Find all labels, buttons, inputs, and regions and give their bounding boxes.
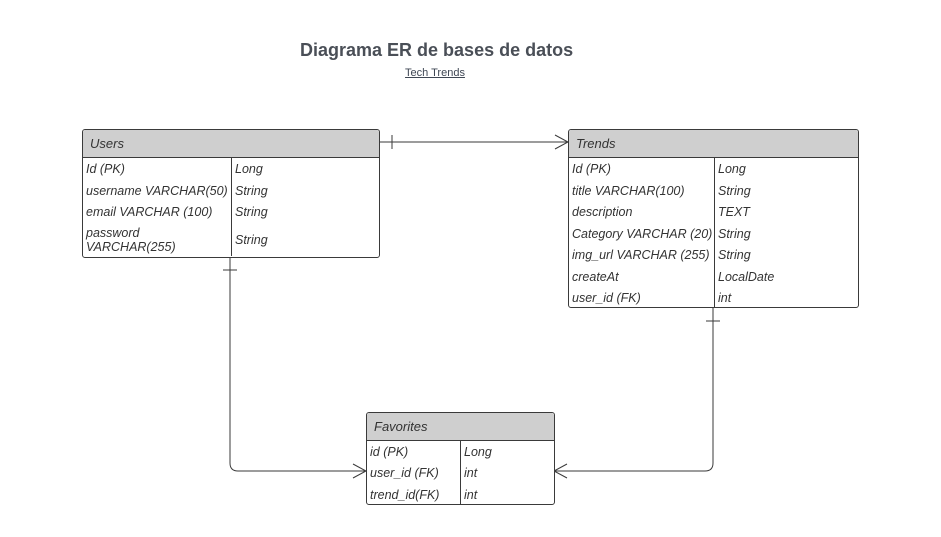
field-type: String — [231, 223, 379, 256]
users-row-id: Id (PK) Long — [83, 158, 379, 180]
field-name: trend_id(FK) — [370, 487, 440, 502]
trends-row-title: title VARCHAR(100) String — [569, 180, 858, 201]
entity-users[interactable]: Users Id (PK) Long username VARCHAR(50) … — [82, 129, 380, 258]
field-type: LocalDate — [714, 266, 858, 287]
diagram-title: Diagrama ER de bases de datos — [300, 40, 574, 60]
field-name: description — [572, 205, 633, 219]
entity-trends[interactable]: Trends Id (PK) Long title VARCHAR(100) S… — [568, 129, 859, 308]
field-name: username VARCHAR(50) — [86, 183, 228, 198]
field-type: Long — [714, 158, 858, 180]
field-type: Long — [231, 158, 379, 180]
field-name: Category VARCHAR (20) — [572, 226, 713, 241]
entity-favorites[interactable]: Favorites id (PK) Long user_id (FK) int … — [366, 412, 555, 505]
field-type: TEXT — [714, 201, 858, 223]
field-name: user_id (FK) — [572, 291, 641, 305]
users-favorites-line — [229, 257, 366, 472]
field-name: Id (PK) — [86, 162, 125, 176]
field-name: img_url VARCHAR (255) — [572, 248, 710, 262]
entity-users-header: Users — [83, 130, 379, 158]
field-name: user_id (FK) — [370, 466, 439, 480]
trends-favorites-line — [554, 307, 714, 472]
field-name: Id (PK) — [572, 162, 611, 176]
users-trends-relationship — [379, 134, 570, 150]
field-type: String — [231, 201, 379, 223]
field-type: String — [714, 223, 858, 244]
entity-trends-header: Trends — [569, 130, 858, 158]
entity-favorites-header: Favorites — [367, 413, 554, 441]
field-type: Long — [460, 441, 554, 462]
field-type: int — [460, 484, 554, 504]
diagram-subtitle-link[interactable]: Tech Trends — [405, 67, 465, 79]
users-row-password: password VARCHAR(255) String — [83, 223, 379, 256]
users-row-email: email VARCHAR (100) String — [83, 201, 379, 223]
favorites-row-user-id: user_id (FK) int — [367, 462, 554, 484]
trends-row-description: description TEXT — [569, 201, 858, 223]
users-favorites-relationship — [223, 257, 368, 479]
users-row-username: username VARCHAR(50) String — [83, 180, 379, 201]
field-type: String — [231, 180, 379, 201]
field-name: password VARCHAR(255) — [86, 225, 176, 254]
field-name: createAt — [572, 269, 619, 284]
favorites-row-trend-id: trend_id(FK) int — [367, 484, 554, 504]
trends-row-user-id: user_id (FK) int — [569, 287, 858, 307]
field-type: int — [460, 462, 554, 484]
field-name: id (PK) — [370, 444, 409, 459]
favorites-row-id: id (PK) Long — [367, 441, 554, 462]
trends-favorites-relationship — [552, 307, 720, 479]
trends-row-id: Id (PK) Long — [569, 158, 858, 180]
trends-row-create-at: createAt LocalDate — [569, 266, 858, 287]
field-name: title VARCHAR(100) — [572, 183, 685, 198]
trends-row-img-url: img_url VARCHAR (255) String — [569, 244, 858, 266]
trends-row-category: Category VARCHAR (20) String — [569, 223, 858, 244]
field-type: String — [714, 244, 858, 266]
field-type: int — [714, 287, 858, 307]
field-type: String — [714, 180, 858, 201]
field-name: email VARCHAR (100) — [86, 205, 213, 219]
